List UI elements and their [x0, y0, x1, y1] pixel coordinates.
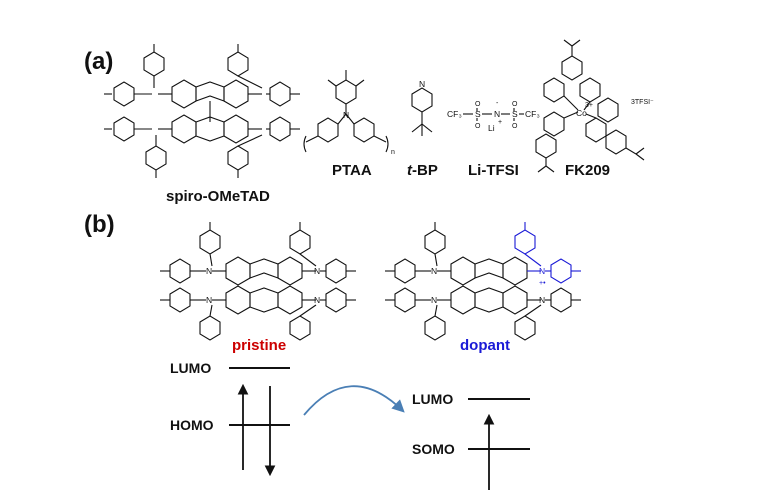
ptaa-structure: N n — [303, 70, 395, 156]
litfsi-s-right: S — [512, 109, 518, 119]
dopant-radical-mark: +• — [539, 280, 546, 287]
oxidation-arrow — [303, 385, 405, 416]
label-tbp-italic: t — [407, 162, 413, 179]
label-ptaa: PTAA — [332, 162, 372, 179]
litfsi-o2: O — [475, 123, 481, 130]
litfsi-o1: O — [475, 101, 481, 108]
litfsi-s-left: S — [475, 109, 481, 119]
litfsi-structure: CF₃ S N S CF₃ O O O O - + Li — [447, 100, 540, 133]
litfsi-minus: - — [496, 100, 499, 107]
label-tbp: t-BP — [407, 162, 438, 179]
somo-label: SOMO — [412, 441, 455, 457]
ptaa-subscript-n: n — [391, 149, 395, 156]
fk209-counterion: 3TFSI⁻ — [631, 99, 654, 106]
fk209-charge: 3+ — [585, 102, 593, 109]
dopant-n-radical: N — [539, 266, 545, 276]
pristine-n3: N — [206, 295, 212, 305]
dopant-molecule: N N +• N N — [385, 222, 581, 341]
dopant-lumo-label: LUMO — [412, 391, 453, 407]
pristine-homo-label: HOMO — [170, 417, 214, 433]
tbp-nitrogen: N — [419, 79, 425, 89]
label-litfsi: Li-TFSI — [468, 162, 519, 179]
fk209-cobalt: Co — [576, 108, 587, 118]
ptaa-nitrogen: N — [343, 110, 349, 120]
litfsi-cf3-right: CF₃ — [525, 109, 540, 119]
litfsi-o4: O — [512, 123, 518, 130]
litfsi-li: Li — [488, 123, 495, 133]
dopant-n1: N — [431, 266, 437, 276]
pristine-n2: N — [314, 266, 320, 276]
panel-b-label: (b) — [84, 211, 115, 238]
label-spiro-ometad: spiro-OMeTAD — [166, 188, 270, 205]
pristine-n1: N — [206, 266, 212, 276]
fk209-structure: Co 3+ 3TFSI⁻ — [535, 39, 654, 173]
panel-a-label: (a) — [84, 48, 113, 75]
label-fk209: FK209 — [565, 162, 610, 179]
litfsi-plus: + — [498, 119, 502, 126]
litfsi-o3: O — [512, 101, 518, 108]
dopant-n4: N — [539, 295, 545, 305]
litfsi-cf3-left: CF₃ — [447, 109, 462, 119]
spiro-ometad-structure — [104, 44, 300, 178]
label-tbp-rest: -BP — [412, 162, 438, 179]
litfsi-n: N — [494, 109, 500, 119]
tbp-structure: N — [411, 79, 433, 136]
pristine-n4: N — [314, 295, 320, 305]
pristine-label: pristine — [232, 337, 286, 354]
pristine-molecule: N N N N — [160, 222, 356, 341]
dopant-n3: N — [431, 295, 437, 305]
dopant-label: dopant — [460, 337, 510, 354]
pristine-lumo-label: LUMO — [170, 360, 211, 376]
